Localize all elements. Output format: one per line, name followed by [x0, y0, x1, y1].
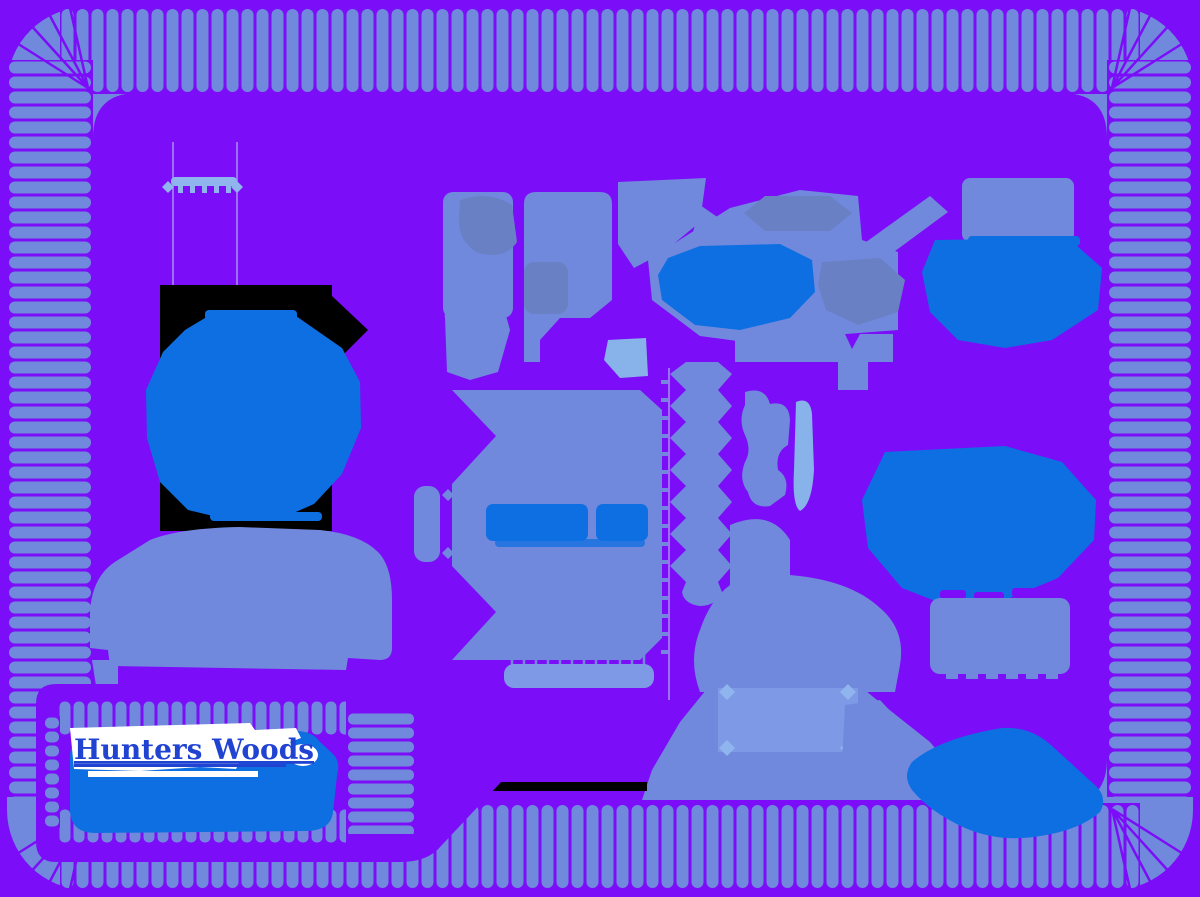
parcel-blob[interactable]	[618, 178, 706, 268]
round-blob	[694, 519, 902, 692]
slate-patch	[524, 262, 568, 314]
ribbon-label-descender	[495, 539, 645, 547]
diamond-dots	[442, 489, 496, 559]
mid-right-cluster	[735, 334, 893, 511]
lake-label-blob	[968, 236, 1080, 246]
capsule-comb-right	[346, 712, 416, 834]
parcel-arm	[855, 196, 948, 268]
border-top-comb	[60, 7, 1140, 94]
road-band-step	[838, 362, 868, 390]
slate-patch	[818, 258, 905, 325]
border-right-comb	[1107, 60, 1193, 797]
border-left-comb	[7, 60, 93, 797]
ruler-ticks	[661, 380, 668, 654]
right-middle-cluster	[862, 446, 1096, 679]
lake-octagon[interactable]	[146, 316, 361, 520]
bracket-bar	[414, 486, 440, 562]
court-corner-marks	[719, 684, 856, 756]
ribbon-fringe	[504, 644, 654, 688]
top-middle-cluster	[443, 178, 948, 380]
zigzag-strip[interactable]	[670, 362, 732, 606]
ribbon-label-blob	[486, 504, 588, 541]
parcel-blob[interactable]	[444, 310, 510, 380]
hunters-woods-capsule[interactable]: Hunters Woods	[36, 684, 507, 862]
lake-hexagon-top[interactable]	[922, 238, 1102, 348]
label-background-fragment	[288, 744, 318, 766]
parcel-rect[interactable]	[962, 178, 1074, 242]
lake-octagon-label-blob-bottom	[210, 512, 322, 521]
tick-strip-teeth	[162, 181, 243, 193]
lake-hexagon-mid[interactable]	[862, 446, 1096, 606]
central-ribbon	[414, 390, 662, 688]
road-band	[735, 334, 893, 362]
sky-patch	[604, 338, 648, 378]
court-inner	[718, 688, 858, 752]
zigzag-road	[661, 362, 732, 700]
capsule-comb-left	[44, 716, 60, 828]
tick-strip	[171, 177, 237, 186]
stamp-border-frame	[7, 7, 1193, 890]
parcel-rect[interactable]	[930, 598, 1070, 674]
village-blob-foot	[92, 660, 118, 686]
slate-patch	[458, 196, 517, 255]
village-blob[interactable]	[90, 527, 392, 670]
bottom-right-cluster	[842, 700, 1104, 839]
dark-baseline	[443, 782, 647, 791]
road-band-notch	[845, 334, 860, 349]
ribbon-label-blob	[596, 504, 648, 541]
slate-hexagon	[744, 196, 852, 231]
lake-diamond[interactable]	[907, 727, 1104, 839]
link-underline	[74, 764, 286, 767]
label-background-fragment	[88, 771, 258, 777]
left-district	[90, 285, 392, 686]
sky-sliver	[793, 400, 814, 511]
lake-octagon-label-blob-top	[205, 310, 297, 321]
hunters-woods-link[interactable]: Hunters Woods	[74, 733, 314, 766]
label-background	[70, 723, 301, 771]
dash-marks	[946, 674, 1058, 679]
guide-lines	[162, 142, 243, 287]
right-top-cluster	[922, 178, 1102, 348]
pond-blob[interactable]	[658, 244, 815, 330]
wavy-strip	[741, 390, 790, 507]
